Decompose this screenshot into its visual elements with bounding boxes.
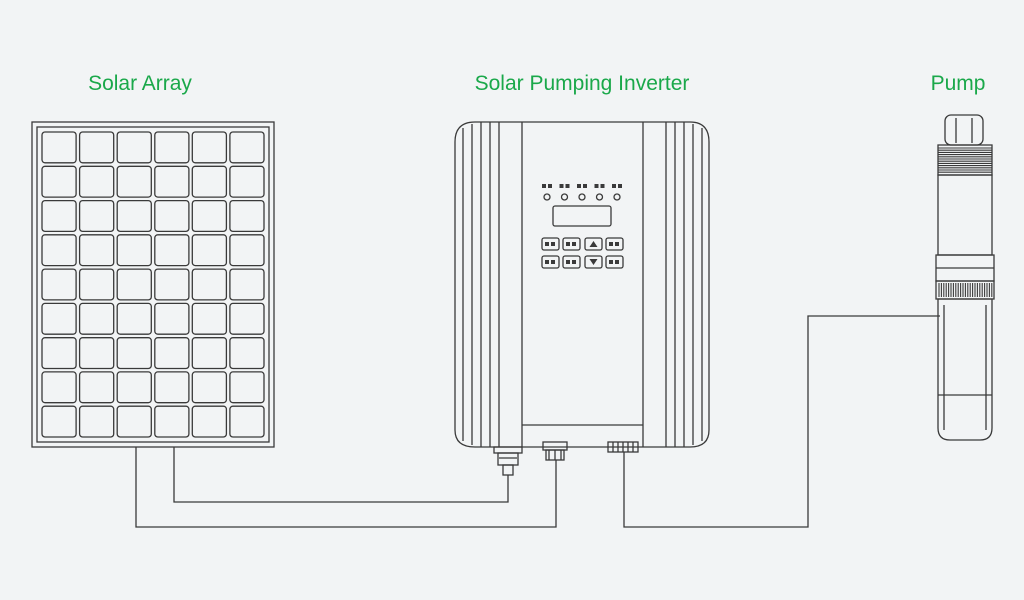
solar-cell bbox=[191, 131, 228, 164]
solar-cell bbox=[41, 199, 77, 233]
solar-cell bbox=[116, 302, 152, 335]
solar-cell bbox=[229, 165, 265, 198]
solar-cells bbox=[41, 131, 265, 438]
solar-cell bbox=[191, 165, 228, 198]
status-indicators bbox=[542, 184, 622, 201]
pump-motor bbox=[937, 298, 993, 441]
solar-cell bbox=[229, 337, 265, 370]
solar-cell bbox=[116, 371, 152, 404]
display-screen bbox=[552, 205, 612, 227]
solar-cell bbox=[154, 268, 190, 301]
solar-cell bbox=[78, 199, 115, 233]
inverter-right-fins bbox=[642, 122, 703, 447]
pump-body bbox=[937, 174, 993, 256]
solar-cell bbox=[229, 131, 265, 164]
solar-cell bbox=[191, 371, 228, 404]
solar-cell bbox=[229, 268, 265, 301]
status-led bbox=[559, 184, 570, 201]
solar-cell bbox=[41, 234, 77, 267]
solar-cell bbox=[154, 199, 190, 233]
solar-array-label: Solar Array bbox=[88, 72, 192, 95]
solar-cell bbox=[78, 371, 115, 404]
wire-array-to-inverter-b bbox=[135, 447, 557, 528]
solar-cell bbox=[154, 234, 190, 267]
solar-cell bbox=[191, 405, 228, 438]
solar-cell bbox=[229, 302, 265, 335]
solar-cell bbox=[116, 131, 152, 164]
solar-cell bbox=[116, 337, 152, 370]
solar-cell bbox=[191, 199, 228, 233]
solar-cell bbox=[154, 337, 190, 370]
solar-cell bbox=[154, 371, 190, 404]
keypad-button bbox=[541, 255, 560, 269]
keypad-button bbox=[605, 255, 624, 269]
status-led bbox=[594, 184, 605, 201]
solar-cell bbox=[78, 165, 115, 198]
solar-cell bbox=[41, 337, 77, 370]
solar-cell bbox=[229, 234, 265, 267]
keypad-button bbox=[584, 255, 603, 269]
solar-cell bbox=[229, 405, 265, 438]
solar-cell bbox=[191, 234, 228, 267]
pump bbox=[935, 114, 995, 441]
solar-cell bbox=[116, 165, 152, 198]
solar-cell bbox=[78, 131, 115, 164]
solar-cell bbox=[229, 199, 265, 233]
keypad-button bbox=[562, 255, 581, 269]
solar-cell bbox=[41, 131, 77, 164]
solar-cell bbox=[116, 405, 152, 438]
solar-cell bbox=[116, 234, 152, 267]
pv-connector-left bbox=[493, 446, 523, 476]
solar-cell bbox=[41, 302, 77, 335]
pump-cap bbox=[944, 114, 984, 146]
inverter-left-fins bbox=[462, 122, 523, 447]
pump-coupling-rings bbox=[938, 147, 992, 173]
solar-cell bbox=[41, 371, 77, 404]
wire-array-to-inverter-a bbox=[173, 447, 509, 503]
solar-cell bbox=[41, 268, 77, 301]
keypad bbox=[541, 237, 624, 269]
pump-label: Pump bbox=[930, 72, 986, 95]
wiring bbox=[135, 315, 940, 528]
solar-pumping-inverter bbox=[454, 121, 710, 476]
wire-inverter-to-pump bbox=[623, 315, 940, 528]
solar-cell bbox=[41, 405, 77, 438]
keypad-button bbox=[584, 237, 603, 251]
status-led bbox=[612, 184, 622, 201]
solar-cell bbox=[41, 165, 77, 198]
solar-cell bbox=[78, 234, 115, 267]
solar-cell bbox=[191, 337, 228, 370]
solar-cell bbox=[191, 268, 228, 301]
keypad-button bbox=[562, 237, 581, 251]
solar-cell bbox=[154, 165, 190, 198]
solar-cell bbox=[116, 268, 152, 301]
solar-cell bbox=[116, 199, 152, 233]
solar-cell bbox=[154, 405, 190, 438]
status-led bbox=[542, 184, 552, 201]
pump-intake-grill bbox=[938, 283, 993, 297]
solar-cell bbox=[229, 371, 265, 404]
solar-cell bbox=[78, 268, 115, 301]
keypad-button bbox=[605, 237, 624, 251]
solar-cell bbox=[154, 131, 190, 164]
solar-cell bbox=[191, 302, 228, 335]
solar-cell bbox=[154, 302, 190, 335]
solar-array-inner-frame bbox=[36, 126, 270, 443]
solar-array-frame bbox=[31, 121, 275, 448]
pump-output-connector bbox=[607, 441, 639, 453]
status-led bbox=[577, 184, 587, 201]
inverter-label: Solar Pumping Inverter bbox=[474, 72, 690, 95]
solar-cell bbox=[78, 337, 115, 370]
pv-connector-middle bbox=[542, 441, 568, 461]
inverter-body bbox=[454, 121, 710, 448]
solar-cell bbox=[78, 405, 115, 438]
solar-array bbox=[31, 121, 275, 448]
keypad-button bbox=[541, 237, 560, 251]
solar-cell bbox=[78, 302, 115, 335]
